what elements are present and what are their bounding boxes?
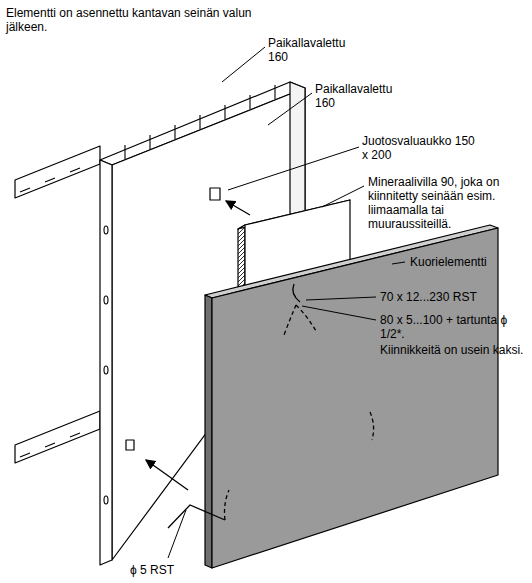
dimension-label: 80 x 5...100 + tartunta ϕ 1/2*. (380, 313, 528, 341)
note-title: Elementti on asennettu kantavan seinän v… (6, 6, 286, 34)
dimension-label: 70 x 12...230 RST (380, 290, 528, 304)
part-label: Paikallavalettu 160 (268, 36, 368, 64)
part-label: Paikallavalettu 160 (315, 82, 415, 110)
part-label: Juotosvaluaukko 150 x 200 (362, 134, 482, 162)
dimension-label: ϕ 5 RST (130, 563, 220, 577)
part-note: Kiinnikkeitä on usein kaksi. (380, 343, 528, 357)
part-label: Kuorielementti (410, 255, 520, 269)
part-note: Mineraalivilla 90, joka on kiinnitetty s… (368, 175, 526, 231)
